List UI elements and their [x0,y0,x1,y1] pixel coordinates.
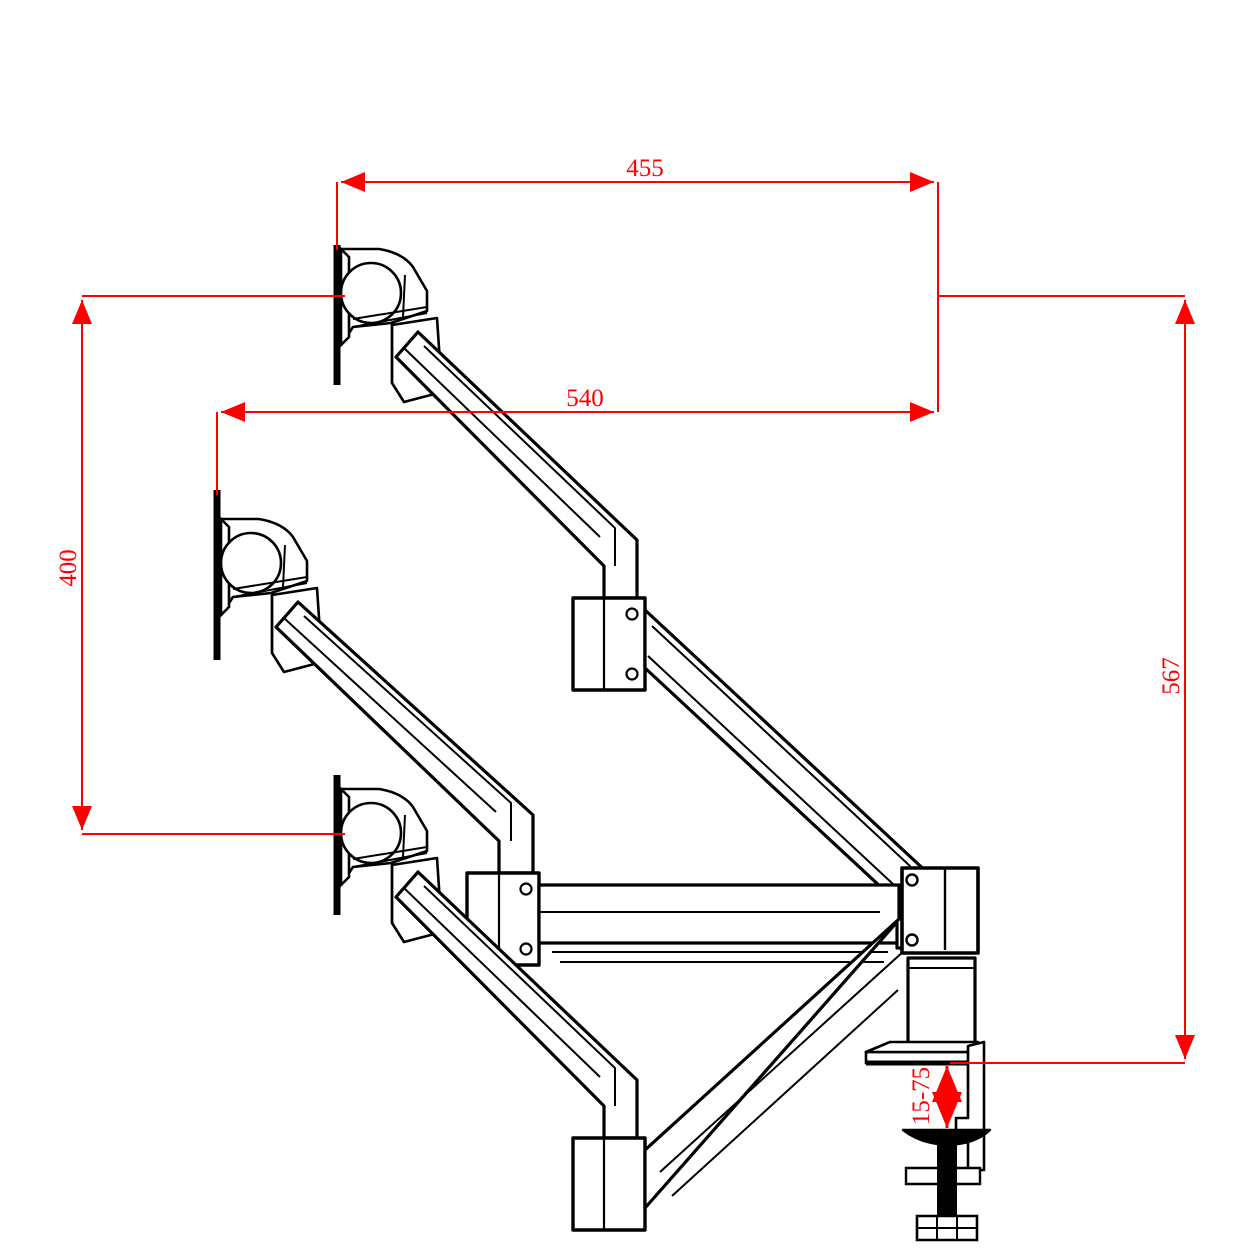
dimension-540: 540 [216,300,939,495]
dimension-567: 567 [938,295,1195,1064]
upperarm-top-edge [647,655,894,885]
elbow-block-top [571,596,647,692]
dimension-label-455: 455 [626,155,664,182]
upperarm-low-highlight [659,949,906,1173]
forearm-mid-highlight [303,615,512,841]
dimension-400: 400 [55,295,345,835]
upperarm-low-edge [671,989,899,1197]
upperarm-mid-edge [552,951,888,963]
forearm-low-edge [404,888,601,1078]
dimension-desk-thickness: 15-75 [908,1066,962,1128]
dimension-label-567: 567 [1158,657,1185,695]
riser-post [906,956,977,1048]
dimension-label-15-75: 15-75 [908,1067,935,1125]
forearm-top [394,330,639,600]
dimension-455: 455 [336,155,939,300]
upperarm-mid [537,883,901,945]
forearm-low-highlight [423,885,616,1106]
desk-top-edge [864,1040,980,1054]
base-assembly [864,866,992,1242]
dimension-label-400: 400 [55,549,82,587]
arm-assembly-middle [213,490,901,967]
pivot-hub [900,866,980,955]
forearm-mid-edge [284,618,497,813]
dimension-label-540: 540 [566,385,604,412]
forearm-top-edge [404,348,601,538]
elbow-block-low [571,1136,647,1232]
arm-assembly-raised [333,245,933,936]
